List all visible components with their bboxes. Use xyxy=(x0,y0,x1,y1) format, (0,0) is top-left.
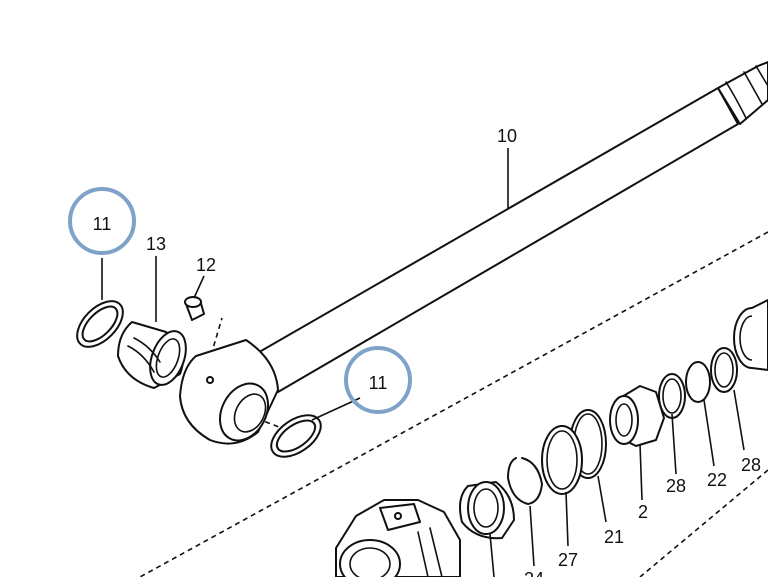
callout-labels: 10 11 11 12 13 28 22 28 2 21 27 24 xyxy=(93,126,761,577)
callout-seal-right-a: 28 xyxy=(666,476,686,496)
seal-ring-middle xyxy=(270,414,322,458)
grease-fitting xyxy=(184,296,205,321)
callout-seal-right-b: 28 xyxy=(741,455,761,475)
callout-ring-22: 22 xyxy=(707,470,727,490)
callout-ring-24: 24 xyxy=(524,569,544,577)
callout-bushing: 13 xyxy=(146,234,166,254)
callout-ring-21: 21 xyxy=(604,527,624,547)
rod-eye xyxy=(179,339,279,445)
leader-lines xyxy=(101,148,745,577)
highlight-circle-left xyxy=(68,187,136,255)
bushing xyxy=(117,321,187,389)
callout-seal-top-left: 11 xyxy=(93,214,112,234)
lower-part-stack xyxy=(335,299,768,577)
seal-ring-left xyxy=(76,300,124,348)
piston-rod xyxy=(253,61,768,393)
callout-grease-fitting: 12 xyxy=(196,255,216,275)
callout-rod: 10 xyxy=(497,126,517,146)
callout-nut: 2 xyxy=(638,502,648,522)
callout-seal-middle: 11 xyxy=(369,373,388,393)
highlight-circle-middle xyxy=(344,346,412,414)
callout-ring-27: 27 xyxy=(558,550,578,570)
